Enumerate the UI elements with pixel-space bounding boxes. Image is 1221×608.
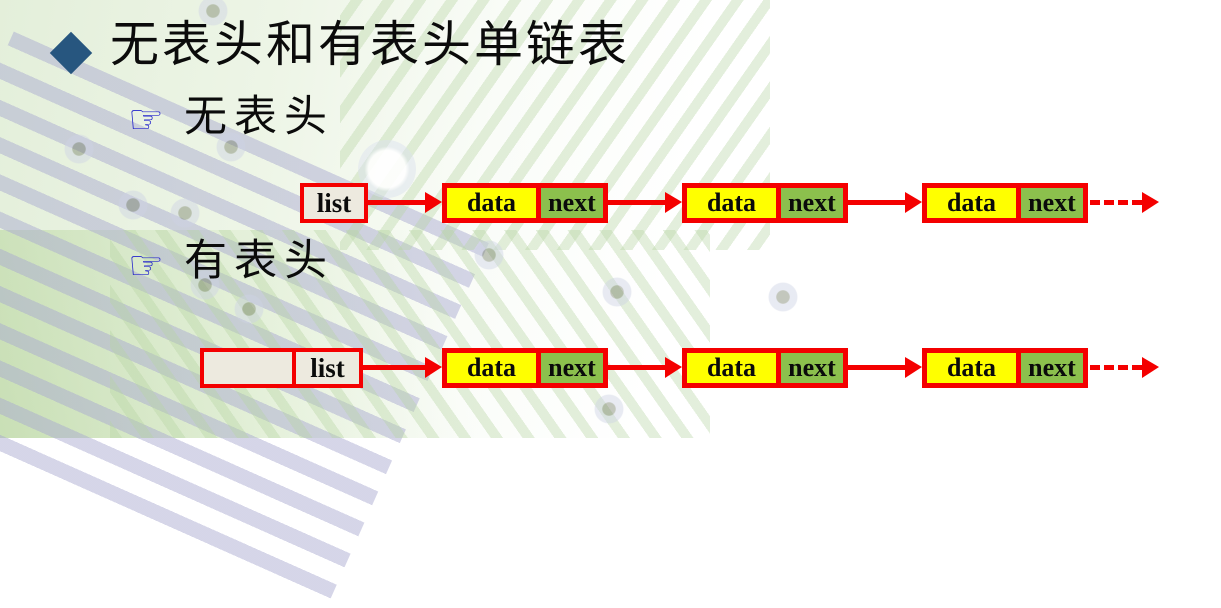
node-next-cell: next (781, 188, 843, 218)
pcb-pad-icon (472, 238, 506, 272)
node-data-cell: data (927, 353, 1021, 383)
node-next-cell: next (541, 353, 603, 383)
list-node: data next (682, 348, 848, 388)
pcb-pad-icon (196, 0, 230, 28)
list-node: data next (442, 183, 608, 223)
node-next-cell: next (1021, 353, 1083, 383)
list-node: data next (442, 348, 608, 388)
pointing-hand-icon: ☞ (128, 97, 164, 143)
pcb-pad-icon (168, 196, 202, 230)
node-data-cell: data (687, 188, 781, 218)
pcb-pad-icon (232, 292, 266, 326)
pcb-pad-icon (214, 130, 248, 164)
node-data-cell: data (447, 353, 541, 383)
link-arrow (608, 192, 682, 213)
node-next-cell: next (541, 188, 603, 218)
list-pointer-box: list (300, 183, 368, 223)
pcb-pad-icon (592, 392, 626, 426)
node-next-cell: next (781, 353, 843, 383)
link-arrow (608, 357, 682, 378)
continuation-dashed-arrow (1090, 357, 1159, 378)
continuation-dashed-arrow (1090, 192, 1159, 213)
background-chevron-lower (110, 230, 710, 438)
bullet-label-no-head: 无表头 (184, 94, 334, 141)
pcb-pad-icon (766, 280, 800, 314)
page-title: 无表头和有表头单链表 (110, 17, 631, 72)
head-node: list (200, 348, 363, 388)
pcb-pad-icon (116, 188, 150, 222)
node-next-cell: next (1021, 188, 1083, 218)
node-data-cell: data (687, 353, 781, 383)
head-node-list-cell: list (296, 352, 359, 384)
link-arrow (848, 192, 922, 213)
link-arrow (848, 357, 922, 378)
list-node: data next (922, 183, 1088, 223)
link-arrow (363, 357, 442, 378)
node-data-cell: data (927, 188, 1021, 218)
link-arrow (368, 192, 442, 213)
node-data-cell: data (447, 188, 541, 218)
pcb-pad-icon (600, 275, 634, 309)
pcb-pad-icon (62, 132, 96, 166)
background-corner-green (0, 230, 580, 438)
head-node-empty-cell (204, 352, 296, 384)
list-node: data next (922, 348, 1088, 388)
pointing-hand-icon: ☞ (128, 243, 164, 289)
list-node: data next (682, 183, 848, 223)
bullet-label-with-head: 有表头 (184, 238, 334, 285)
pcb-pad-icon (188, 268, 222, 302)
